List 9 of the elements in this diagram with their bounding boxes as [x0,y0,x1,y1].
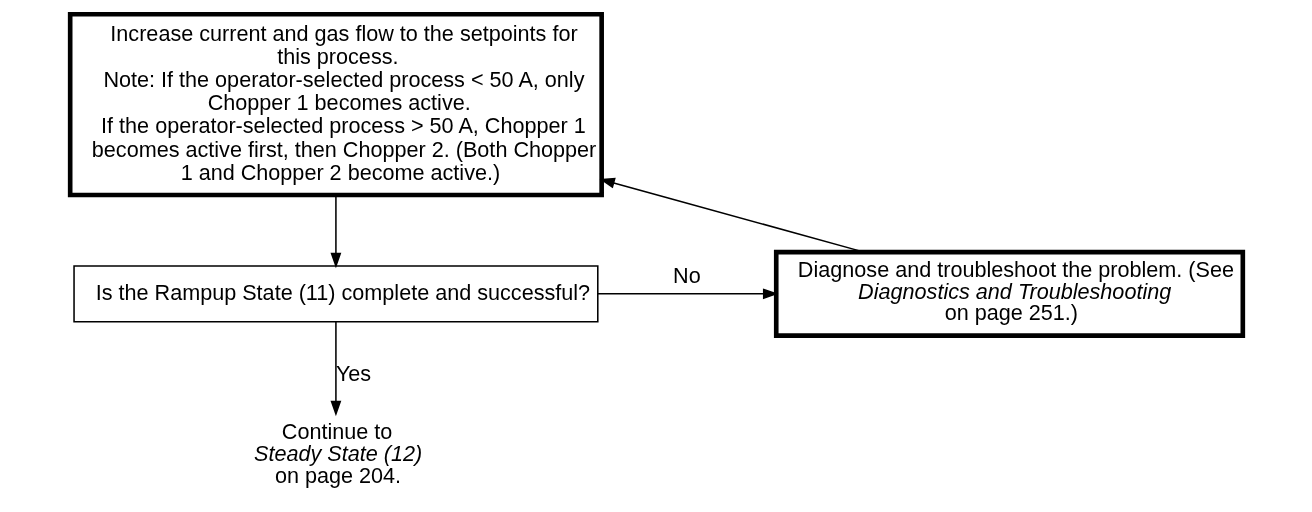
node-text: Continue to Steady State (12) on page 204. [253,419,422,488]
node-box: Diagnose and troubleshoot the problem. (See Diagnostics and Troubleshooting on page 251.) [773,249,1245,338]
node-box: Increase current and gas flow to the setpoints for this process. Note: If the operator-selected process < 50 A, only Chopper 1 becomes active. If the operator-selected process > 50 A, Chopper 1 becomes active first, then Chopper 2. (Both Chopper 1 and Chopper 2 become active.) [67,11,604,198]
arrow [596,288,778,300]
edge-label: No [672,263,701,289]
node-box: Is the Rampup State (11) complete and successful? [72,265,599,323]
arrow [330,194,341,269]
arrow [598,177,865,253]
arrow [330,320,341,417]
